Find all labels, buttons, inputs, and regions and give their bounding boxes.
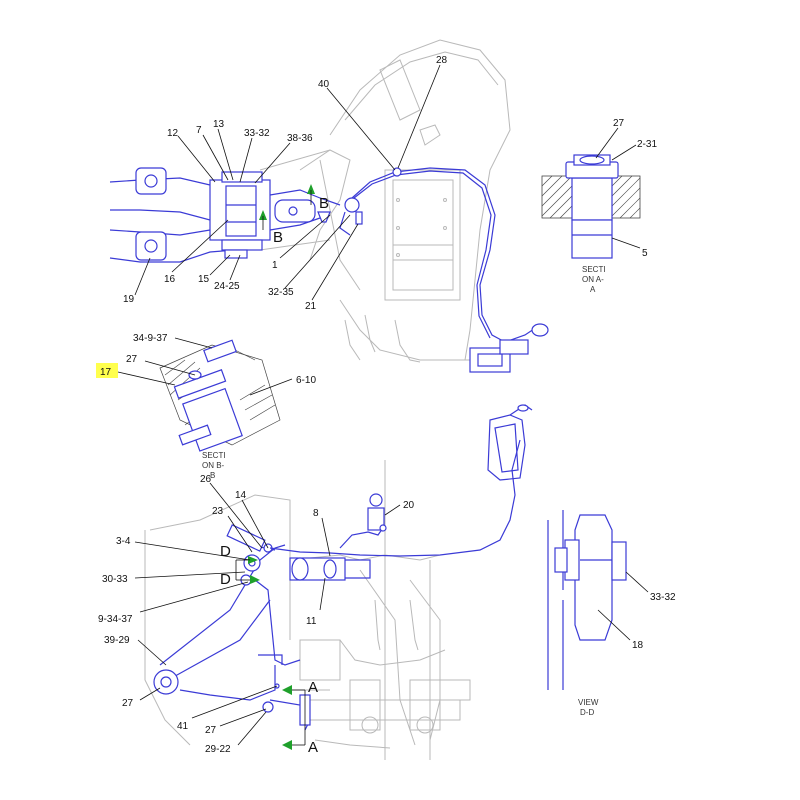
green-arrow-icon xyxy=(282,685,292,695)
green-arrow-icon xyxy=(250,575,260,584)
callout-20: 20 xyxy=(403,500,415,511)
callout-18: 18 xyxy=(632,640,644,651)
view-letter-d-lower: D xyxy=(220,571,231,588)
view-letter-b-upper: B xyxy=(319,195,329,212)
callout-38-36: 38-36 xyxy=(287,133,313,144)
view-letter-d-upper: D xyxy=(220,543,231,560)
callout-32-35: 32-35 xyxy=(268,287,294,298)
callout-28: 28 xyxy=(436,55,448,66)
callout-33-32-view: 33-32 xyxy=(650,592,676,603)
section-a-label-2: ON A- xyxy=(582,275,604,284)
callout-15: 15 xyxy=(198,274,210,285)
callout-34-9-37: 34-9-37 xyxy=(133,333,168,344)
callout-29-22: 29-22 xyxy=(205,744,231,755)
view-d-label-1: VIEW xyxy=(578,698,599,707)
view-d-d: VIEW D-D xyxy=(547,510,627,717)
callout-2-31: 2-31 xyxy=(637,139,657,150)
view-letter-a-upper: A xyxy=(308,679,318,696)
section-b-label-3: B xyxy=(210,471,215,480)
view-d-label-2: D-D xyxy=(580,708,594,717)
callout-8: 8 xyxy=(313,508,319,519)
background-frame-top xyxy=(259,39,511,363)
callout-11: 11 xyxy=(306,616,317,627)
callout-17: 17 xyxy=(100,367,112,378)
callouts: 40 28 12 7 13 33-32 38-36 27 2-31 5 16 1… xyxy=(98,55,676,755)
callout-24-25: 24-25 xyxy=(214,281,240,292)
callout-27-section-b: 27 xyxy=(126,354,138,365)
view-arrows-a: A A xyxy=(282,679,318,756)
section-a-a: SECTI ON A- A xyxy=(541,154,641,294)
green-arrow-icon xyxy=(259,210,267,220)
section-a-label-1: SECTI xyxy=(582,265,606,274)
callout-9-34-37: 9-34-37 xyxy=(98,614,133,625)
view-arrows-d: D D xyxy=(220,543,260,588)
leader-lines xyxy=(117,64,649,746)
callout-16: 16 xyxy=(164,274,176,285)
green-arrow-icon xyxy=(307,184,315,194)
green-arrow-icon xyxy=(282,740,292,750)
view-arrows-b: B B xyxy=(259,184,329,246)
callout-13: 13 xyxy=(213,119,225,130)
callout-21: 21 xyxy=(305,301,317,312)
callout-27-section-a: 27 xyxy=(613,118,625,129)
callout-27-lower-2: 27 xyxy=(205,725,217,736)
callout-14: 14 xyxy=(235,490,247,501)
section-b-label-1: SECTI xyxy=(202,451,226,460)
callout-27-lower: 27 xyxy=(122,698,134,709)
background-frame-bottom xyxy=(144,460,471,760)
callout-1: 1 xyxy=(272,260,278,271)
callout-23: 23 xyxy=(212,506,224,517)
callout-40: 40 xyxy=(318,79,330,90)
callout-33-32-top: 33-32 xyxy=(244,128,270,139)
callout-3-4: 3-4 xyxy=(116,536,131,547)
highlight-box xyxy=(96,363,118,378)
section-b-b: SECTI ON B- B xyxy=(159,339,281,480)
green-arrow-icon xyxy=(248,556,258,564)
callout-30-33: 30-33 xyxy=(102,574,128,585)
upper-linkage-assembly xyxy=(109,167,549,373)
callout-12: 12 xyxy=(167,128,179,139)
callout-6-10: 6-10 xyxy=(296,375,316,386)
view-letter-a-lower: A xyxy=(308,739,318,756)
callout-19: 19 xyxy=(123,294,135,305)
view-letter-b-lower: B xyxy=(273,229,283,246)
callout-41: 41 xyxy=(177,721,189,732)
callout-26: 26 xyxy=(200,474,212,485)
callout-7: 7 xyxy=(196,125,202,136)
callout-5: 5 xyxy=(642,248,648,259)
section-b-label-2: ON B- xyxy=(202,461,225,470)
callout-39-29: 39-29 xyxy=(104,635,130,646)
section-a-label-3: A xyxy=(590,285,596,294)
